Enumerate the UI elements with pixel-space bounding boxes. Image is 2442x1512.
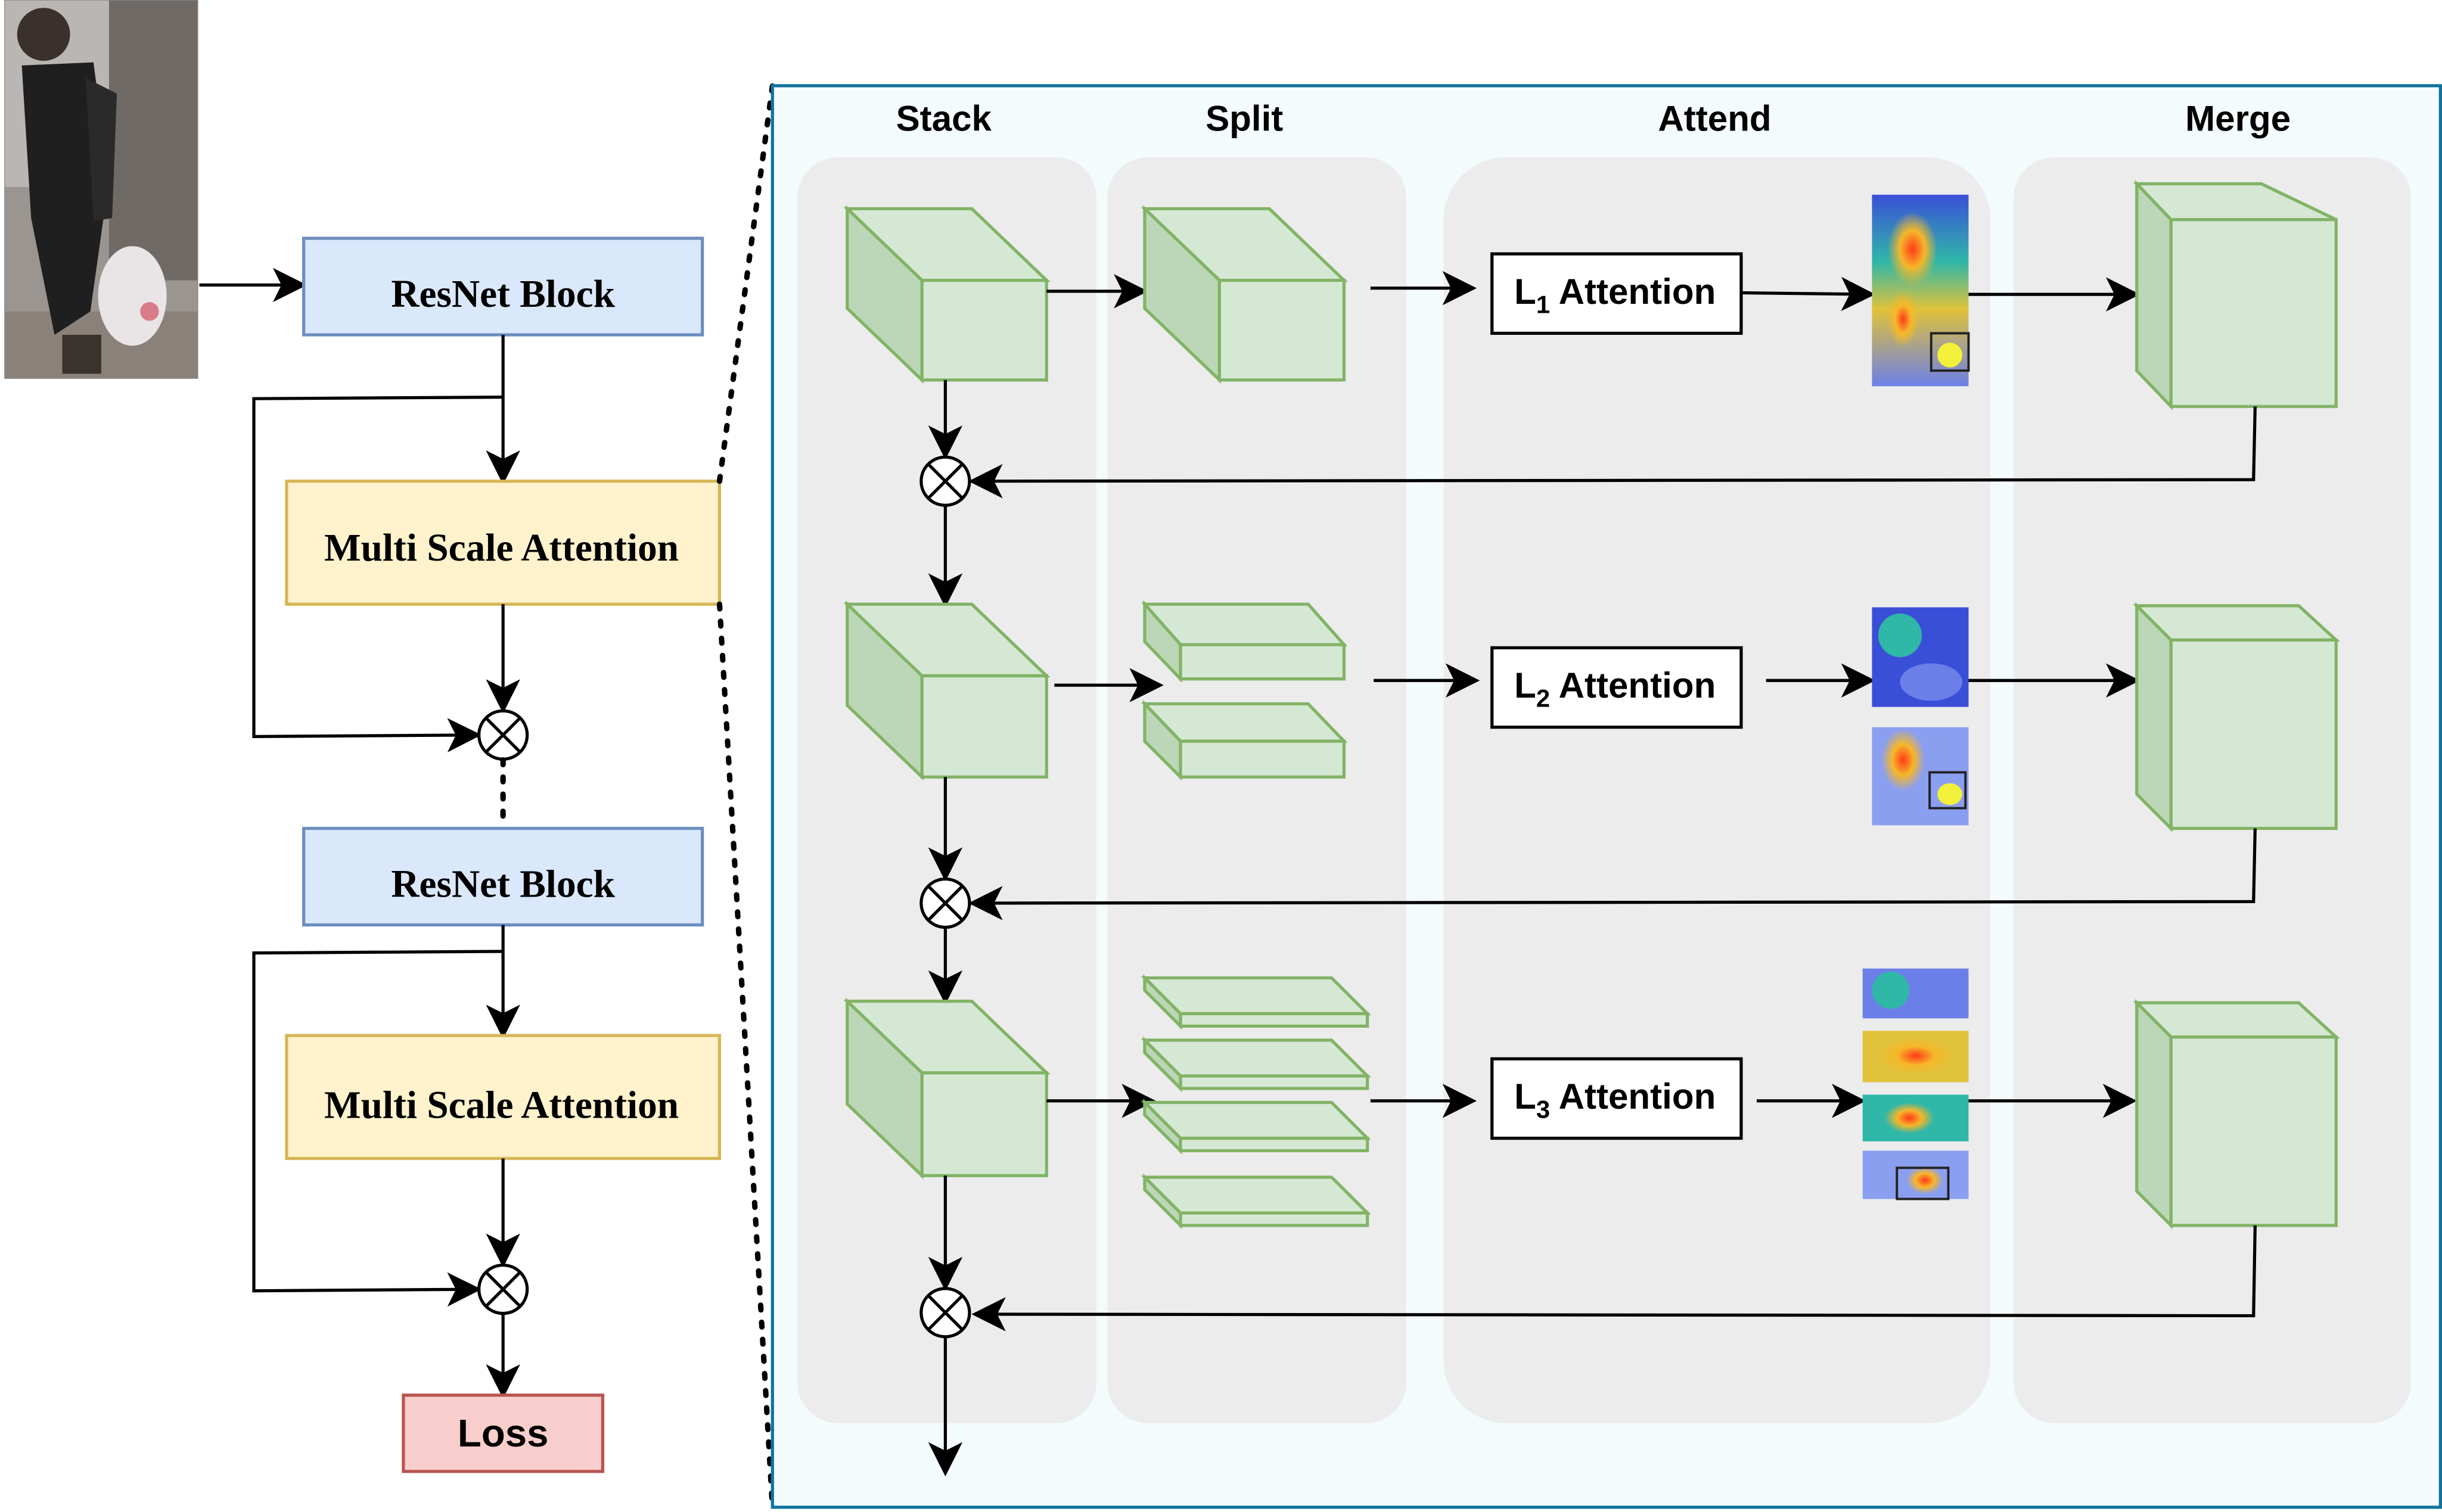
zoom-line-top — [716, 83, 775, 484]
l1-sub: 1 — [1536, 290, 1550, 318]
heatmap-thumbnail — [1872, 194, 1970, 387]
split-slab-3d — [1141, 1173, 1371, 1230]
l1-attention-box: L1 Attention — [1490, 252, 1743, 335]
l3-sub: 3 — [1536, 1096, 1550, 1124]
l1-prefix: L — [1514, 272, 1536, 312]
l3-prefix: L — [1514, 1077, 1536, 1116]
stack-cube-2 — [843, 601, 1051, 781]
resnet-block-1: ResNet Block — [302, 237, 704, 337]
heatmap-thumbnail — [1862, 1150, 1969, 1200]
l2-sub: 2 — [1536, 685, 1550, 713]
multiply-icon — [919, 455, 971, 507]
l3-attention-box: L3 Attention — [1490, 1057, 1743, 1140]
merge-cube-3 — [2133, 998, 2340, 1230]
skip-connection-2 — [252, 950, 504, 1307]
msa-block-2: Multi Scale Attention — [285, 1034, 722, 1161]
heatmap-thumbnail — [1862, 968, 1969, 1019]
merge-cube-2 — [2133, 602, 2340, 832]
resnet-block-1-label: ResNet Block — [391, 273, 615, 316]
svg-text:L1 Attention: L1 Attention — [1514, 272, 1716, 319]
resnet-block-2: ResNet Block — [302, 826, 704, 927]
col-attend-title: Attend — [1658, 99, 1771, 139]
heatmap-thumbnail — [1862, 1031, 1969, 1082]
heatmap-thumbnail — [1872, 607, 1969, 707]
msa-block-2-label: Multi Scale Attention — [324, 1084, 679, 1127]
multiply-icon — [919, 1287, 971, 1339]
split-slab-3a — [1141, 974, 1371, 1030]
l1-suffix: Attention — [1550, 272, 1716, 312]
zoom-line-bottom — [716, 601, 775, 1510]
person-photo — [4, 0, 198, 379]
svg-text:L2 Attention: L2 Attention — [1514, 665, 1716, 713]
col-stack-title: Stack — [896, 99, 992, 139]
col-split-title: Split — [1206, 99, 1283, 139]
multiply-icon — [477, 709, 529, 761]
msa-block-1: Multi Scale Attention — [285, 480, 722, 606]
heatmap-thumbnail — [1872, 727, 1969, 826]
svg-text:L3 Attention: L3 Attention — [1514, 1077, 1716, 1124]
l3-suffix: Attention — [1550, 1077, 1716, 1116]
loss-block: Loss — [402, 1393, 605, 1473]
l2-prefix: L — [1514, 665, 1536, 705]
col-merge-title: Merge — [2185, 99, 2291, 139]
loss-label: Loss — [458, 1411, 548, 1455]
split-slab-3b — [1141, 1036, 1371, 1093]
split-slab-3c — [1141, 1099, 1371, 1155]
merge-cube-1 — [2133, 180, 2338, 410]
heatmap-thumbnail — [1862, 1094, 1969, 1141]
split-slab-2a — [1141, 600, 1348, 683]
l2-attention-box: L2 Attention — [1490, 646, 1743, 729]
stack-cube-3 — [843, 997, 1051, 1180]
multiply-icon — [919, 877, 971, 929]
split-slab-2b — [1141, 699, 1348, 781]
split-cube-1 — [1141, 205, 1348, 384]
resnet-block-2-label: ResNet Block — [391, 863, 615, 906]
l2-suffix: Attention — [1550, 665, 1716, 705]
multiply-icon — [477, 1264, 529, 1315]
msa-block-1-label: Multi Scale Attention — [324, 527, 679, 570]
stack-cube-1 — [843, 205, 1051, 384]
skip-connection-1 — [252, 395, 504, 752]
